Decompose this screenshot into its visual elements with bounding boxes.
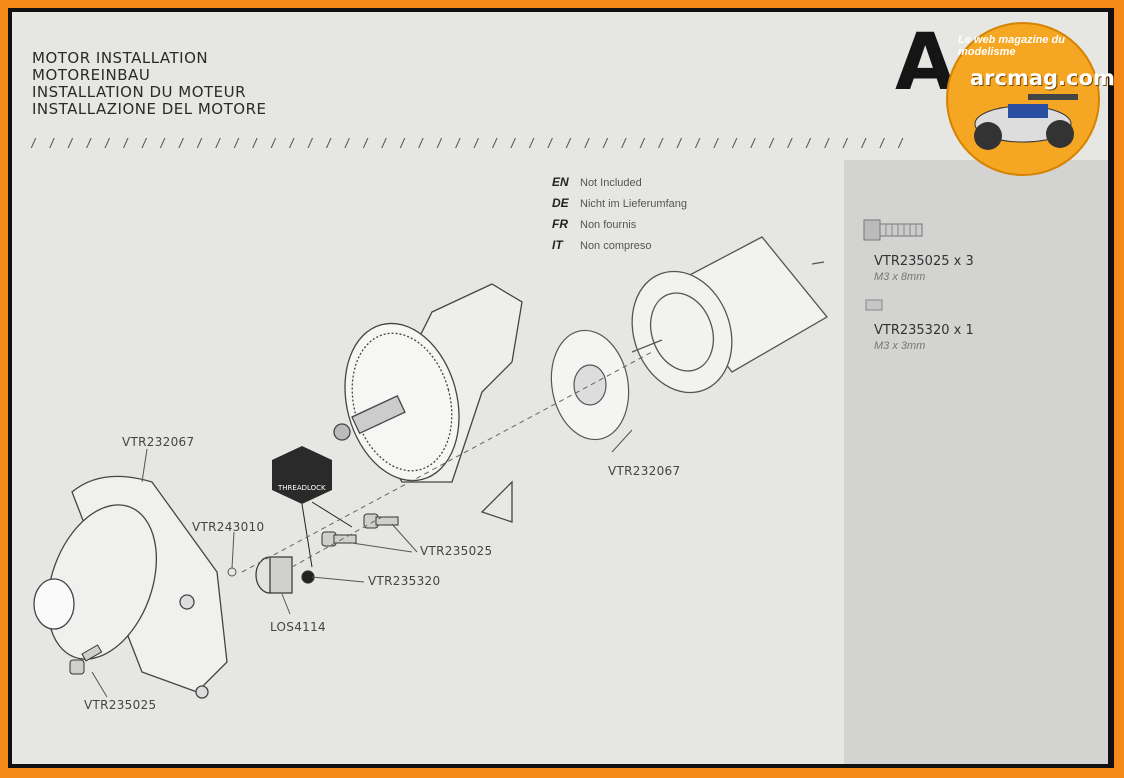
callout-cover: VTR232067 <box>122 435 195 449</box>
motor-plate-icon <box>550 329 630 441</box>
part-size-2: M3 x 3mm <box>874 340 926 352</box>
title-en: MOTOR INSTALLATION <box>32 49 209 67</box>
buggy-icon <box>974 94 1078 150</box>
parts-panel: VTR235025 x 3 M3 x 8mm VTR235320 x 1 M3 … <box>844 160 1108 764</box>
watermark-main: arcmag.com <box>970 66 1115 90</box>
transmission-icon <box>333 283 523 523</box>
watermark-tagline: Le web magazine du modelisme <box>958 34 1065 58</box>
callout-washer: VTR243010 <box>192 520 265 534</box>
part-code-2: VTR235320 x 1 <box>874 323 974 338</box>
callout-plate: VTR232067 <box>608 464 681 478</box>
title-it: INSTALLAZIONE DEL MOTORE <box>32 100 267 118</box>
gear-cover-icon <box>33 475 228 699</box>
motor-icon <box>631 236 828 394</box>
arcmag-watermark: Le web magazine du modelisme arcmag.com <box>946 22 1115 176</box>
title-fr: INSTALLATION DU MOTEUR <box>32 83 247 101</box>
washer-icon <box>227 567 237 577</box>
leader-lines <box>91 429 633 698</box>
callout-bottom-screw: VTR235025 <box>84 698 157 712</box>
callout-pinion: LOS4114 <box>270 620 326 634</box>
part-code-1: VTR235025 x 3 <box>874 254 974 269</box>
set-screw-icon <box>865 299 883 311</box>
brand-letter: A <box>895 18 956 108</box>
section-titles: MOTOR INSTALLATION MOTOREINBAU INSTALLAT… <box>32 50 267 118</box>
callout-screws: VTR235025 <box>420 544 493 558</box>
screws-icon <box>69 513 399 675</box>
pinion-gear-icon <box>255 556 315 594</box>
divider-rule: / / / / / / / / / / / / / / / / / / / / … <box>30 136 910 148</box>
threadlock-label: THREADLOCK <box>277 484 326 492</box>
exploded-diagram: THREADLOCK <box>33 236 828 699</box>
title-de: MOTOREINBAU <box>32 66 151 84</box>
threadlock-icon <box>272 446 353 568</box>
manual-page: MOTOR INSTALLATION MOTOREINBAU INSTALLAT… <box>12 12 1108 764</box>
screw-icon <box>863 219 923 311</box>
part-size-1: M3 x 8mm <box>874 271 926 283</box>
callout-set-screw: VTR235320 <box>368 574 441 588</box>
assembly-axis <box>241 351 653 573</box>
